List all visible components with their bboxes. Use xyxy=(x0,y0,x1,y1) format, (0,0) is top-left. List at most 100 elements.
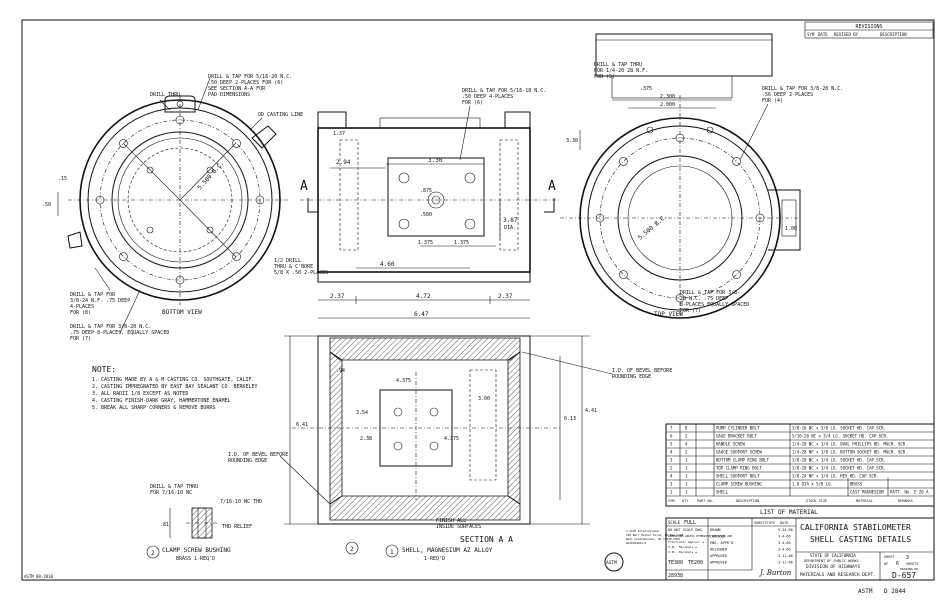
part-2-balloon xyxy=(146,545,160,559)
astm-stamp-label: ASTM xyxy=(858,588,873,595)
revisions-block: REVISIONS SYM DATE REVISED BY DESCRIPTIO… xyxy=(804,21,934,39)
tb-code-2: TE200 xyxy=(688,560,703,566)
part-1-label: SHELL, MAGNESIUM AZ ALLOY xyxy=(402,547,493,554)
dim-647: 6.47 xyxy=(414,311,429,318)
bom-cell-qty: 8 xyxy=(685,426,688,431)
callout-bevel-right-2: ROUNDING EDGE xyxy=(612,374,651,380)
tb-project: CALIFORNIA STABILOMETER xyxy=(800,523,911,532)
bushing-dim: .81 xyxy=(160,522,169,528)
dim-237-right: 2.37 xyxy=(498,293,513,300)
dim-237-left: 2.37 xyxy=(330,293,345,300)
tb-sheet-label: SHEET xyxy=(884,555,895,559)
bom-cell-qty: 2 xyxy=(685,434,688,439)
bushing-thd: 7/16-10 NC THD xyxy=(220,499,262,505)
revisions-col-description: DESCRIPTION xyxy=(880,32,907,37)
tb-tol3: 2 PL. Decimals ± xyxy=(668,550,697,554)
dim-354: 3.54 xyxy=(356,410,368,416)
callout-2-number: 2 xyxy=(350,546,354,553)
tb-role-date: 3-4-66 xyxy=(778,535,791,539)
tb-role-date: 5-24-66 xyxy=(778,528,793,532)
tb-date-label: DATE xyxy=(780,521,788,525)
astm-intl-3: West Conshohocken, PA 19428-2959 xyxy=(626,537,680,541)
bom-cell-desc: GAGE BRACKET BOLT xyxy=(716,434,758,439)
callout-right-r-1: DRILL & TAP FOR 3/8-20 N.C. xyxy=(762,86,843,92)
dim-375: .375 xyxy=(640,86,652,92)
tb-dept: DEPARTMENT OF PUBLIC WORKS xyxy=(804,559,859,563)
bom-cell-qty: 2 xyxy=(685,450,688,455)
bom-title: LIST OF MATERIAL xyxy=(760,509,818,516)
bom-cell-sym: 1 xyxy=(670,490,673,495)
bom-cell-desc: GAUGE SUPPORT SCREW xyxy=(716,450,762,455)
bom-cell-size: 1.0 DIA x 5/8 LG. xyxy=(792,482,833,487)
callout-finish-2: INSIDE SURFACES xyxy=(436,524,481,530)
tb-do-not-scale: DO NOT SCALE DWG. xyxy=(668,528,704,532)
callout-br-1: DRILL & TAP FOR 3/8- xyxy=(680,290,740,296)
dim-441: 4.41 xyxy=(585,408,597,414)
bottom-view-callouts xyxy=(94,77,263,334)
tb-drawing-title: SHELL CASTING DETAILS xyxy=(810,535,911,544)
bottom-view-label: BOTTOM VIEW xyxy=(162,309,202,316)
callout-mid-3: FOR (6) xyxy=(462,100,483,106)
dim-613: 6.13 xyxy=(564,416,576,422)
callout-bevel-left-1: I.D. OF BEVEL BEFORE xyxy=(228,452,288,458)
tb-lab: MATERIALS AND RESEARCH DEPT. xyxy=(800,572,876,578)
bom-cell-desc: SHELL SUPPORT BOLT xyxy=(716,474,760,479)
side-view-drawing: A A xyxy=(300,111,560,283)
bom-h-desc: DESCRIPTION xyxy=(736,499,759,503)
dim-94: .94 xyxy=(336,368,345,374)
callout-bevel-left-2: ROUNDING EDGE xyxy=(228,458,267,464)
dim-137: 1.37 xyxy=(333,131,345,137)
bom-h-material: MATERIAL xyxy=(856,499,873,503)
tb-tol1: Fractions: Approx. ± xyxy=(668,540,704,544)
dim-294: 2.94 xyxy=(336,159,351,166)
tb-role-date: 3-4-66 xyxy=(778,541,791,545)
tb-subst-label: SUBSTITUTE xyxy=(754,521,775,525)
tb-role-date: 3-11-66 xyxy=(778,561,793,565)
corner-tag: ASTM 08-2010 xyxy=(24,574,53,579)
tb-of-label: OF xyxy=(884,562,888,566)
dim-left-b: .15 xyxy=(58,176,67,182)
callout-casting-line: OD CASTING LINE xyxy=(258,112,303,118)
callout-mid-2: .50 DEEP 4-PLACES xyxy=(462,94,513,100)
bushing-callout-1: DRILL & TAP THRU xyxy=(150,484,198,490)
tb-tol2: 3 PL. Decimals ± xyxy=(668,545,697,549)
bom-h-sym: SYM xyxy=(668,499,674,503)
part-1-balloon xyxy=(385,544,399,558)
note-line-4: 4. CASTING FINISH-DARK GRAY, HAMMERTONE … xyxy=(92,398,230,404)
note-line-5: 5. BREAK ALL SHARP CORNERS & REMOVE BURR… xyxy=(92,405,215,411)
dim-2000: 2.000 xyxy=(660,102,675,108)
callout-bevel-right-leader xyxy=(521,351,613,375)
bom-cell-material: CAST MAGNESIUM xyxy=(850,490,884,495)
callout-bl-7: FOR (7) xyxy=(70,336,91,342)
bom-h-stock: STOCK SIZE xyxy=(806,499,827,503)
revisions-col-date: DATE xyxy=(818,32,828,37)
astm-intl-4: ADJD284404-E xyxy=(626,541,647,545)
callout-right-top-1: DRILL & TAP THRU xyxy=(594,62,642,68)
bottom-bolt-circle-label: 5.500 B.C. xyxy=(196,160,225,192)
part-2-label: CLAMP SCREW BUSHING xyxy=(162,547,231,554)
dim-4375b: 4.375 xyxy=(444,436,459,442)
tb-code-3: 28938 xyxy=(668,573,683,579)
callout-drill-thru: DRILL THRU xyxy=(150,92,180,98)
revisions-title: REVISIONS xyxy=(855,24,882,30)
bom-cell-desc: HANDLE SCREW xyxy=(716,442,745,447)
dim-387: 3.87 xyxy=(503,217,518,224)
bom-cell-size: 1/4-20 NC x 3/4 LG. OVAL PHILLIPS HD. MA… xyxy=(792,442,908,447)
callout-cbore-2: THRU & C'BORE xyxy=(274,264,313,270)
bom-cell-qty: 1 xyxy=(685,490,688,495)
callout-bl-1: DRILL & TAP FOR xyxy=(70,292,116,298)
title-block: SCALE FULL DO NOT SCALE DWG. DIMENSIONS … xyxy=(665,517,935,581)
tb-role-label: DRAWN xyxy=(710,528,721,532)
signature: J. Burton xyxy=(758,569,792,577)
callout-br-2: 20 N.C. .75 DEEP xyxy=(680,296,728,302)
callout-bl-6: .75 DEEP 8-PLACES, EQUALLY SPACED xyxy=(70,330,169,336)
tb-role-label: APPROVED xyxy=(710,554,727,558)
tb-drawing-no: D-657 xyxy=(892,571,916,580)
callout-top-left-2: .50 DEEP 2-PLACES FOR (6) xyxy=(208,80,283,86)
bushing-drawing: .81 xyxy=(160,507,218,539)
callout-bl-5: DRILL & TAP FOR 3/8-20 N.C. xyxy=(70,324,151,330)
dim-500: .500 xyxy=(420,212,432,218)
callout-top-left-1: DRILL & TAP FOR 5/16-20 N.C. xyxy=(208,74,292,80)
notes-block: NOTE: 1. CASTING MADE BY A & M CASTING C… xyxy=(92,365,258,411)
bom-cell-qty: 1 xyxy=(685,474,688,479)
